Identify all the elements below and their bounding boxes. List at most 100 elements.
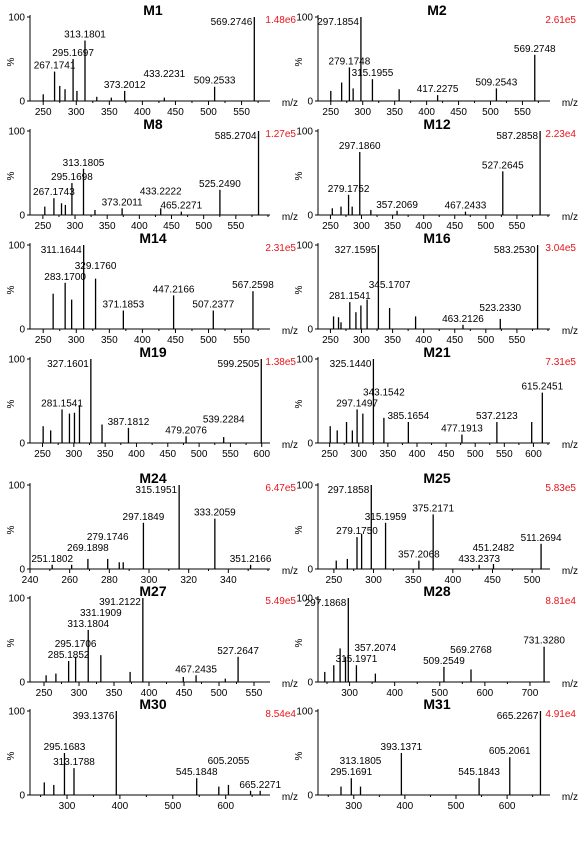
x-tick-label: 400 [444, 575, 461, 586]
intensity-label: 4.91e4 [545, 709, 576, 720]
y-axis-label: % [6, 285, 17, 294]
peak-label: 329.1760 [75, 261, 117, 272]
peak-label: 267.1743 [33, 187, 75, 198]
peak-label: 313.1788 [53, 757, 95, 768]
x-tick-label: 300 [353, 221, 370, 232]
x-tick-label: 250 [35, 221, 52, 232]
y-axis-label: % [294, 171, 305, 180]
x-axis-label: m/z [282, 679, 298, 690]
y-tick-label: 100 [296, 481, 313, 492]
panel-title: M27 [139, 583, 166, 599]
x-tick-label: 300 [353, 335, 370, 346]
x-tick-label: 400 [131, 221, 148, 232]
x-tick-label: 300 [68, 107, 85, 118]
x-axis-label: m/z [282, 440, 298, 451]
intensity-label: 8.81e4 [545, 596, 576, 607]
peak-label: 447.2166 [153, 284, 195, 295]
y-tick-label: 100 [296, 241, 313, 252]
peak-label: 297.1858 [328, 485, 370, 496]
x-tick-label: 500 [195, 221, 212, 232]
x-tick-label: 550 [227, 221, 244, 232]
peak-label: 509.2549 [423, 656, 465, 667]
x-axis-label: m/z [562, 326, 578, 337]
peak-label: 537.2123 [476, 411, 518, 422]
peak-label: 327.1595 [335, 245, 377, 256]
intensity-label: 3.04e5 [545, 243, 576, 254]
x-tick-label: 350 [384, 335, 401, 346]
x-tick-label: 320 [180, 575, 197, 586]
x-tick-label: 600 [499, 801, 516, 812]
x-tick-label: 300 [350, 449, 367, 460]
x-tick-label: 400 [134, 335, 151, 346]
peak-label: 297.1849 [123, 512, 165, 523]
peak-label: 251.1802 [31, 554, 73, 565]
peak-label: 279.1748 [329, 56, 371, 67]
peak-label: 511.2694 [521, 533, 562, 544]
peak-label: 373.2012 [104, 80, 146, 91]
peak-label: 467.2433 [445, 201, 487, 212]
panel-title: M1 [143, 2, 163, 18]
x-tick-label: 550 [233, 335, 250, 346]
y-tick-label: 0 [307, 211, 313, 222]
x-tick-label: 300 [71, 688, 88, 699]
y-tick-label: 100 [8, 13, 25, 24]
x-tick-label: 550 [514, 107, 531, 118]
y-tick-label: 0 [307, 791, 313, 802]
panel-title: M21 [423, 344, 450, 360]
peak-label: 331.1909 [80, 608, 122, 619]
x-tick-label: 250 [36, 688, 53, 699]
intensity-label: 7.31e5 [545, 357, 576, 368]
x-tick-label: 600 [477, 688, 494, 699]
panel-title: M14 [139, 230, 166, 246]
y-tick-label: 0 [307, 678, 313, 689]
x-tick-label: 240 [22, 575, 39, 586]
intensity-label: 1.27e5 [265, 129, 296, 140]
x-tick-label: 300 [345, 801, 362, 812]
peak-label: 267.1741 [34, 61, 76, 72]
intensity-label: 6.47e5 [265, 483, 296, 494]
x-axis-label: m/z [562, 440, 578, 451]
x-tick-label: 500 [467, 449, 484, 460]
y-tick-label: 0 [19, 325, 25, 336]
peak-label: 315.1959 [365, 512, 407, 523]
x-tick-label: 450 [163, 221, 180, 232]
x-tick-label: 400 [415, 221, 432, 232]
y-tick-label: 100 [296, 594, 313, 605]
x-tick-label: 450 [167, 335, 184, 346]
y-tick-label: 0 [307, 325, 313, 336]
peak-label: 269.1898 [67, 543, 109, 554]
peak-label: 569.2746 [211, 17, 253, 28]
peak-label: 295.1698 [51, 172, 93, 183]
x-axis-label: m/z [562, 212, 578, 223]
peak-label: 333.2059 [194, 508, 236, 519]
peak-label: 375.2171 [412, 503, 454, 514]
intensity-label: 5.49e5 [265, 596, 296, 607]
peak-label: 433.2231 [143, 69, 185, 80]
x-tick-label: 500 [200, 107, 217, 118]
panel-title: M30 [139, 696, 166, 712]
x-tick-label: 500 [477, 221, 494, 232]
peak-label: 311.1644 [41, 245, 82, 256]
peak-label: 587.2858 [496, 131, 538, 142]
intensity-label: 2.31e5 [265, 243, 296, 254]
y-axis-label: % [6, 751, 17, 760]
x-tick-label: 500 [482, 107, 499, 118]
peak-label: 433.2222 [140, 186, 182, 197]
x-tick-label: 400 [141, 688, 158, 699]
intensity-label: 1.48e6 [265, 15, 296, 26]
peak-label: 313.1805 [63, 158, 105, 169]
x-tick-label: 350 [405, 575, 422, 586]
x-axis-label: m/z [562, 566, 578, 577]
peak-label: 295.1683 [44, 742, 86, 753]
y-axis-label: % [294, 399, 305, 408]
peak-label: 525.2490 [199, 179, 241, 190]
x-tick-label: 250 [322, 335, 339, 346]
y-tick-label: 100 [8, 355, 25, 366]
y-axis-label: % [6, 57, 17, 66]
peak-label: 567.2598 [232, 280, 274, 291]
y-tick-label: 100 [8, 594, 25, 605]
